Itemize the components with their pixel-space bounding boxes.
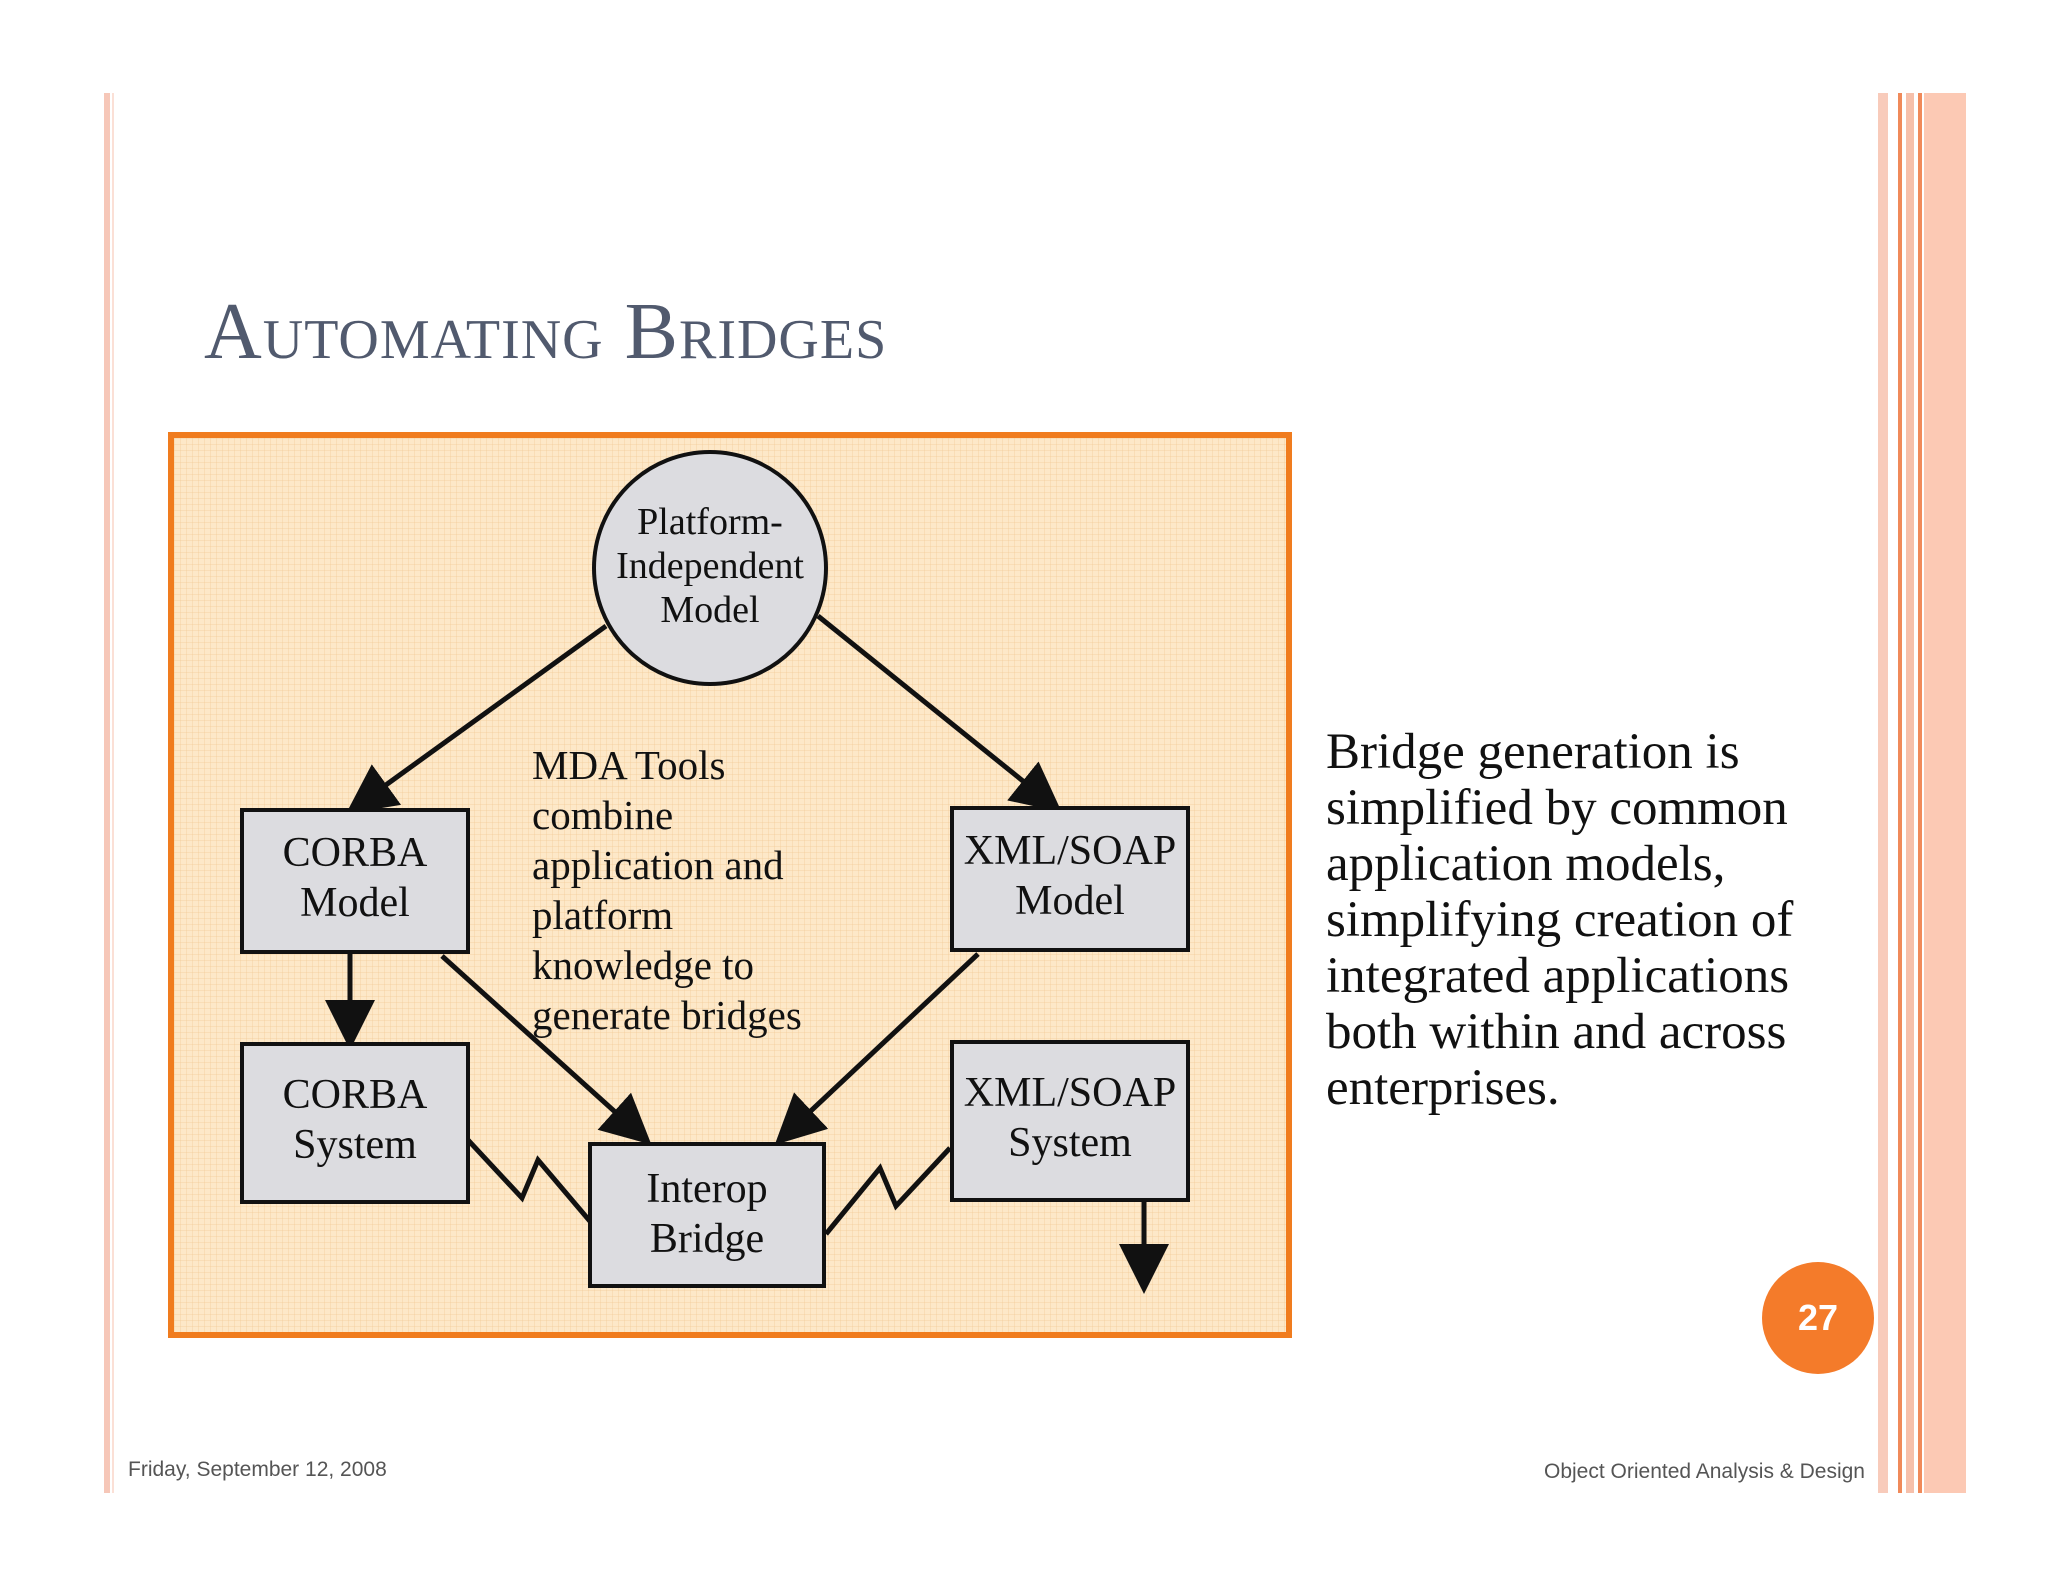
pim-label: Platform- Independent Model xyxy=(616,501,804,631)
xml-model-label: XML/SOAP Model xyxy=(963,828,1177,924)
footer-date: Friday, September 12, 2008 xyxy=(128,1458,387,1481)
corba-system-label: CORBA System xyxy=(282,1072,428,1168)
left-border-rule-inner xyxy=(112,93,114,1493)
side-description: Bridge generation is simplified by commo… xyxy=(1326,724,1794,1116)
corba-model-label: CORBA Model xyxy=(282,830,428,926)
right-border-band xyxy=(1924,93,1966,1493)
right-border-rule xyxy=(1898,93,1902,1493)
left-border-rule xyxy=(104,93,110,1493)
mda-tools-note: MDA Tools combine application and platfo… xyxy=(532,742,802,1038)
interop-bridge-label: Interop Bridge xyxy=(646,1166,768,1262)
xml-system-label: XML/SOAP System xyxy=(963,1070,1177,1166)
footer-course-title: Object Oriented Analysis & Design xyxy=(1544,1460,1865,1483)
slide-title: Automating Bridges xyxy=(204,288,888,376)
page-number-badge: 27 xyxy=(1762,1262,1874,1374)
right-border-rule xyxy=(1878,93,1888,1493)
right-border-rule xyxy=(1918,93,1922,1493)
right-border-rule xyxy=(1906,93,1914,1493)
